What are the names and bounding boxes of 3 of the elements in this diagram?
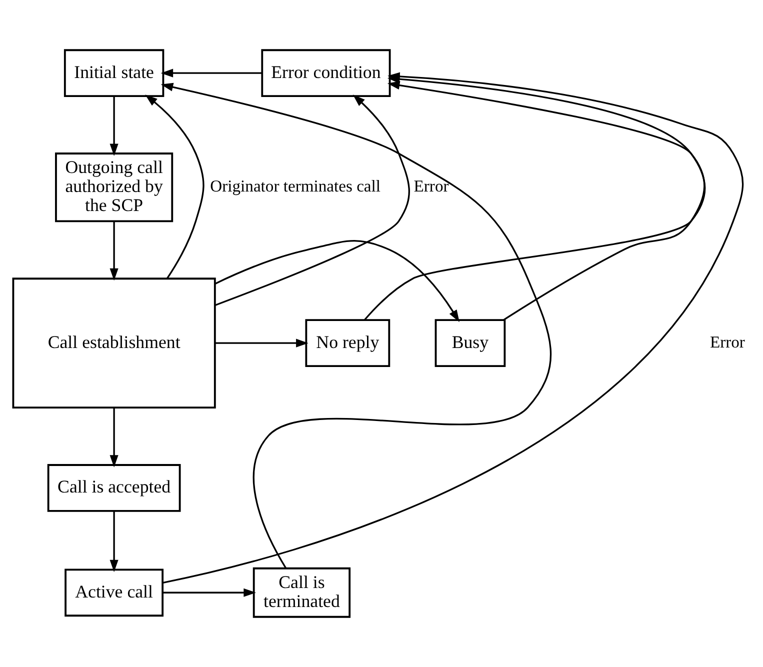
edge-label: Originator terminates call	[210, 176, 380, 196]
edge-label: Error	[710, 332, 745, 352]
edge-label: Error	[414, 176, 449, 196]
